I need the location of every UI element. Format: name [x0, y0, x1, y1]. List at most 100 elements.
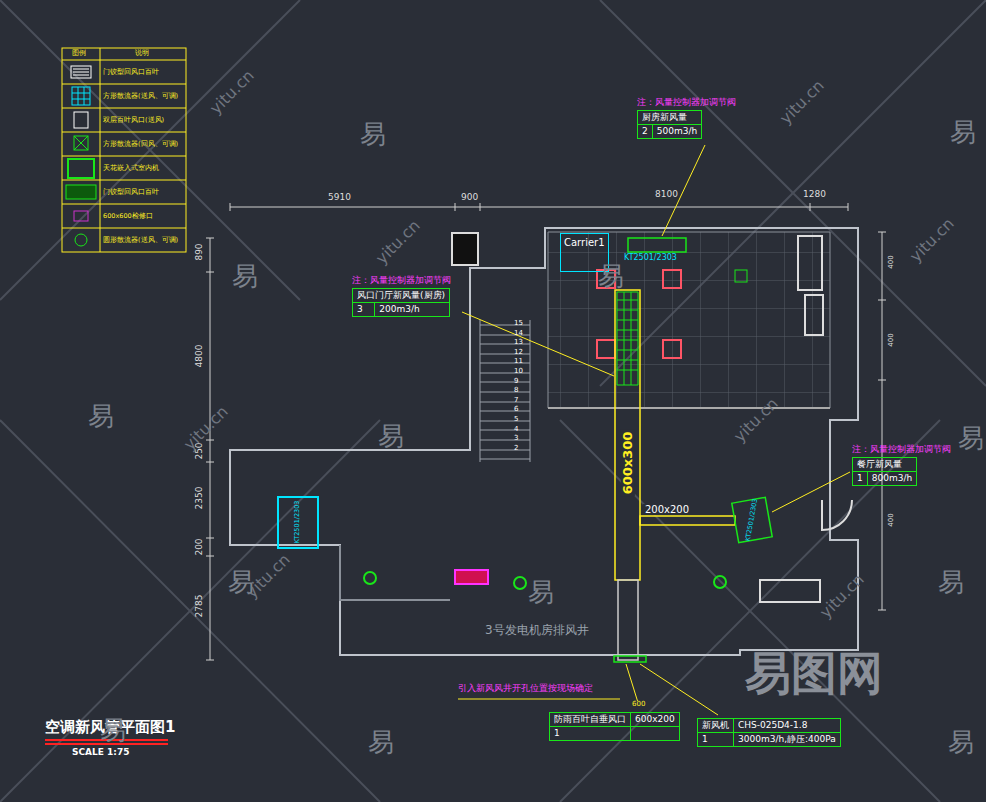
plan-shape — [458, 699, 620, 700]
air-outlets — [278, 270, 747, 589]
watermark: 易 — [232, 262, 258, 291]
stair-number: 7 — [514, 397, 518, 405]
cell-text: 3 — [357, 304, 363, 314]
plan-shape — [560, 420, 940, 802]
plan-shape — [615, 290, 640, 580]
label-text: 1280 — [803, 190, 826, 200]
legend-text: 双层百叶风口(送风) — [103, 116, 164, 125]
table-grid: 风口门厅新风量(厨房) 3 200m3/h — [352, 288, 450, 317]
stair-number: 12 — [514, 349, 523, 357]
watermark: yitu.cn — [373, 217, 424, 268]
table-cell: 200m3/h — [375, 302, 450, 316]
cell-text: 1 — [857, 473, 863, 483]
watermark: yitu.cn — [907, 215, 958, 266]
plan-shape — [72, 87, 90, 105]
stair-number: 4 — [514, 426, 518, 434]
label-text: 说明 — [135, 50, 149, 57]
table-cell: 1 — [550, 726, 631, 740]
plan-shape — [230, 228, 858, 655]
plan-shape — [735, 270, 747, 282]
plan-shape — [480, 325, 530, 459]
plan-shape — [732, 497, 772, 542]
watermark: 易 — [938, 568, 964, 597]
dimension-lines — [206, 203, 886, 660]
plan-shape — [878, 232, 886, 610]
plan-shape — [68, 159, 94, 178]
plan-shape — [62, 204, 186, 205]
plan-shape — [75, 234, 87, 246]
table-row: 风口门厅新风量(厨房) — [353, 289, 450, 303]
cell-text: 新风机 — [702, 720, 729, 730]
table-cell: 3 — [353, 302, 375, 316]
plan-shape — [364, 572, 376, 584]
cell-text: 600x200 — [635, 714, 675, 724]
table-cell: 1 — [698, 732, 734, 746]
plan-shape — [0, 420, 380, 802]
plan-shape — [455, 570, 488, 584]
table-body: 新风机 CHS-025D4-1.8 1 3000m3/h,静压:400Pa — [698, 719, 841, 747]
plan-shape — [62, 60, 186, 61]
plan-shape — [452, 233, 478, 265]
cell-text: CHS-025D4-1.8 — [738, 720, 807, 730]
leader-lines — [458, 145, 850, 715]
table-row: 2 500m3/h — [638, 124, 702, 138]
callout-table: 注：风量控制器加调节阀风口门厅新风量(厨房)3200m3/h — [352, 288, 450, 317]
label-text: 600 — [630, 701, 647, 709]
note-text: 注：风量控制器加调节阀 — [852, 443, 951, 456]
note-text: 注：风量控制器加调节阀 — [352, 274, 451, 287]
plan-shape — [62, 156, 186, 157]
watermark: yitu.cn — [181, 403, 232, 454]
plan-shape — [340, 545, 450, 600]
plan-shape — [772, 472, 850, 512]
watermark: 易 — [100, 716, 126, 745]
label-text: KT2501/2303 — [745, 498, 760, 542]
plan-shape — [805, 295, 823, 335]
label-text: 5910 — [328, 193, 351, 203]
table-row: 新风机 CHS-025D4-1.8 — [698, 719, 841, 733]
plan-shape — [618, 580, 638, 660]
cell-text: 3000m3/h,静压:400Pa — [738, 734, 836, 744]
stair-number: 8 — [514, 387, 518, 395]
plan-shape — [62, 180, 186, 181]
label-text: 890 — [195, 243, 205, 260]
label-text: 200x200 — [643, 504, 691, 515]
plan-shape — [0, 0, 300, 300]
plan-shape — [100, 48, 101, 252]
stair-number: 11 — [514, 358, 523, 366]
watermark: 易图网 — [745, 648, 883, 699]
legend-text: 门铰型回风口百叶 — [103, 188, 159, 197]
plan-shape — [462, 312, 614, 376]
cell-text: 2 — [642, 126, 648, 136]
plan-shape — [514, 577, 526, 589]
plan-shape — [74, 136, 88, 150]
cell-text: 风口门厅新风量(厨房) — [357, 290, 445, 300]
plan-shape — [640, 516, 735, 525]
note-text: 注：风量控制器加调节阀 — [637, 96, 736, 109]
legend-text: 门铰型回风口百叶 — [103, 68, 159, 77]
label-text: 2350 — [195, 487, 205, 510]
watermark: 易 — [88, 402, 114, 431]
table-cell: 500m3/h — [652, 124, 701, 138]
legend-table — [62, 48, 186, 252]
watermark: 易 — [368, 728, 394, 757]
watermark: 易 — [958, 424, 984, 453]
label-text: 引入新风风井开孔位置按现场确定 — [458, 684, 593, 694]
stairs — [480, 320, 530, 462]
table-body: 餐厅新风量1800m3/h — [853, 458, 917, 486]
callout-table: 防雨百叶自垂风口600x2001 — [549, 712, 680, 741]
stair-number: 9 — [514, 378, 518, 386]
plan-shape — [74, 211, 88, 221]
label-text: 600x300 — [621, 430, 635, 497]
stair-number: 6 — [514, 406, 518, 414]
plan-shape — [822, 500, 852, 530]
label-text: 200 — [195, 538, 205, 555]
stair-number: 13 — [514, 339, 523, 347]
plan-shape — [210, 238, 211, 660]
legend-text: 方形散流器(回风、可调) — [103, 140, 178, 149]
stair-number: 5 — [514, 416, 518, 424]
label-text: 4800 — [195, 345, 205, 368]
table-cell — [631, 726, 680, 740]
plan-shape — [0, 420, 380, 802]
